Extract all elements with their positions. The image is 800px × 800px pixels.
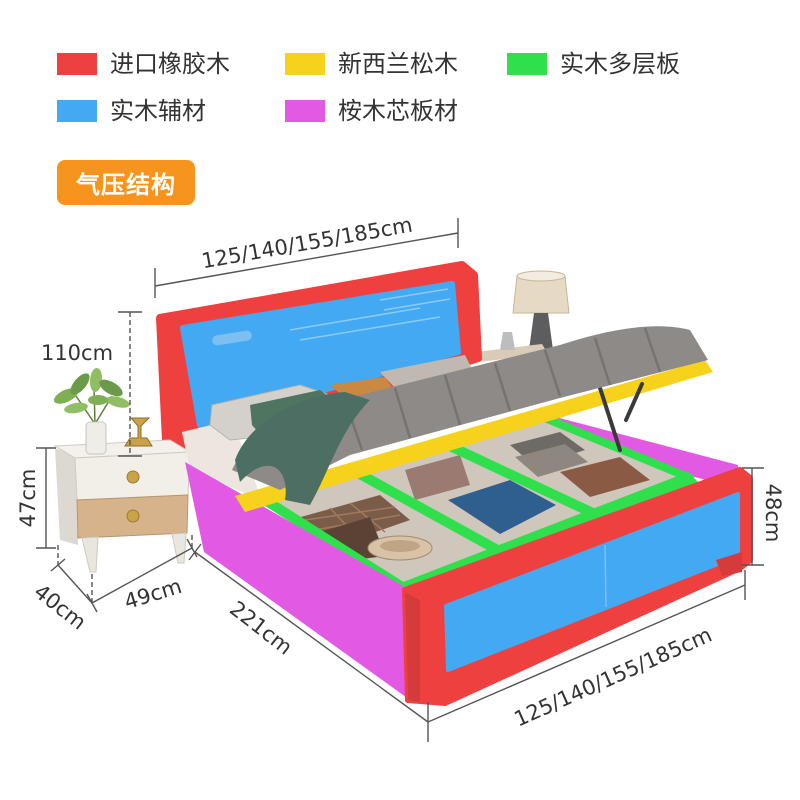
quilt-line [543, 349, 562, 397]
legend-label: 实木多层板 [560, 50, 680, 78]
lamp-shade-top [516, 270, 566, 282]
dim-line-head-width [154, 232, 459, 287]
legend-label: 实木辅材 [110, 97, 206, 125]
dim-label-headboard-height: 110cm [41, 341, 113, 365]
legend-item-eucalyptus-board: 桉木芯板材 [285, 96, 458, 126]
gas-struts [598, 382, 644, 452]
drawer-knob [126, 509, 140, 523]
potted-plant [53, 368, 130, 455]
green-throw-blanket [235, 392, 370, 505]
footboard [402, 467, 753, 706]
bed-side-panel-right [548, 415, 738, 488]
gas-strut [598, 386, 622, 452]
mattress [232, 326, 708, 490]
panel-line [379, 288, 449, 301]
panel-line [299, 316, 441, 341]
legend-item-rubberwood: 进口橡胶木 [57, 49, 230, 79]
legend-swatch-red [57, 53, 97, 75]
lamp-base [529, 313, 553, 350]
legend-item-plywood: 实木多层板 [507, 49, 680, 79]
bed-side-panel-left [185, 462, 410, 700]
dim-line-foot-width [427, 584, 746, 723]
legend-label: 桉木芯板材 [338, 97, 458, 125]
lift-frame [235, 360, 713, 512]
dim-label-head-width: 125/140/155/185cm [200, 213, 414, 274]
leaf [99, 379, 123, 397]
dimension-lines [36, 218, 764, 742]
gas-strut [624, 382, 644, 422]
leaf [88, 395, 108, 405]
dim-tick [186, 538, 198, 558]
book-stack-lower [515, 444, 588, 477]
footboard-panel-seam [604, 544, 607, 608]
nightstand-leg [81, 536, 99, 573]
table-lamp [512, 270, 570, 350]
legend-swatch-yellow [285, 53, 325, 75]
leaf [89, 368, 103, 392]
dim-line-bed-length [194, 551, 429, 723]
side-shelf [476, 344, 548, 362]
legend-label: 新西兰松木 [338, 50, 458, 78]
legend-swatch-green [507, 53, 547, 75]
leaf [64, 402, 88, 414]
dim-line-nightstand-width [91, 547, 193, 604]
legend-label: 进口橡胶木 [110, 50, 230, 78]
shelf-figurine [500, 332, 515, 350]
plant-pot [85, 421, 107, 455]
legend-item-auxiliary-wood: 实木辅材 [57, 96, 206, 126]
footboard-leg-right [716, 552, 742, 576]
nightstand-side [55, 448, 78, 545]
drawer-knob [126, 470, 140, 484]
dim-line-nightstand-depth [57, 564, 93, 604]
dim-label-nightstand-width: 49cm [121, 574, 184, 614]
frame-divider [353, 468, 508, 558]
dim-tick [86, 593, 98, 613]
pillow-gray-right [380, 355, 475, 388]
quilt-line [493, 362, 512, 412]
dim-label-footboard-height: 48cm [761, 484, 785, 543]
quilt-line [593, 337, 612, 386]
headboard-panel [180, 281, 461, 428]
nightstand-leg [171, 532, 187, 564]
leaf [70, 373, 90, 395]
blue-cushion [448, 480, 556, 534]
dim-label-nightstand-height: 47cm [16, 469, 40, 528]
lamp-shade [512, 275, 570, 314]
dim-tick [188, 543, 202, 561]
bowl-inner [380, 540, 420, 552]
panel-line [289, 307, 421, 331]
quilt-line [393, 387, 412, 439]
stem [93, 385, 96, 425]
gold-ornament [124, 417, 153, 447]
panel-line [383, 298, 451, 311]
brown-towel [560, 457, 650, 497]
nightstand [53, 439, 192, 573]
footboard-post-side [405, 592, 420, 702]
legend-item-pine: 新西兰松木 [285, 49, 458, 79]
quilt-line [443, 374, 462, 426]
gas-lift-badge: 气压结构 [57, 160, 195, 205]
legend-swatch-blue [57, 100, 97, 122]
legend-swatch-magenta [285, 100, 325, 122]
pink-pillow [405, 455, 470, 500]
quilt-line [643, 327, 662, 373]
dim-tick [50, 558, 66, 572]
frame-divider [447, 442, 602, 520]
headboard-panel-lines [289, 288, 451, 341]
dim-label-nightstand-depth: 40cm [29, 579, 90, 634]
bed-sheet [182, 420, 262, 500]
headboard-slot [212, 330, 252, 346]
stem [75, 395, 96, 425]
leaf [106, 396, 130, 408]
